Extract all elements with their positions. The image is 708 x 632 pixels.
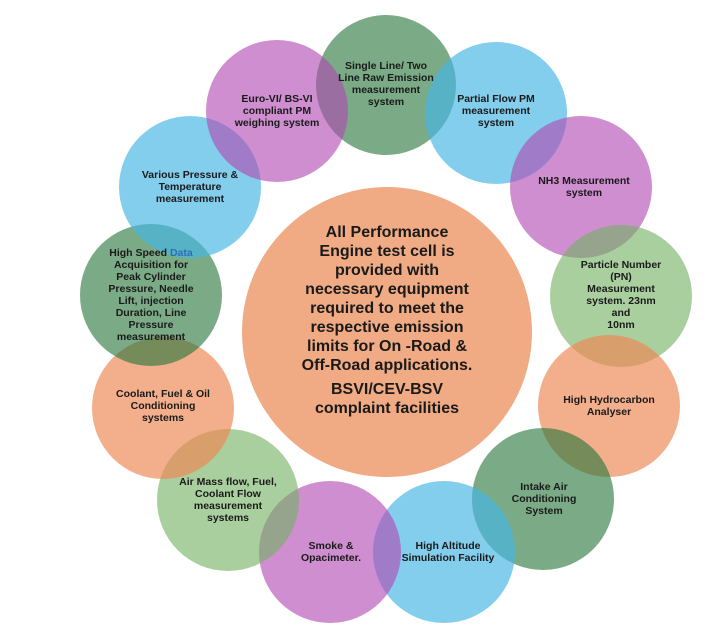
center-heading: All Performance Engine test cell is prov… (301, 224, 473, 374)
label-air-mass: Air Mass flow, Fuel, Coolant Flow measur… (179, 476, 277, 524)
label-data-acq-pre: High Speed (109, 247, 170, 259)
bubble-pm-weighing (206, 40, 348, 182)
label-particle-number: Particle Number (PN) Measurement system.… (580, 259, 662, 331)
label-raw-emission: Single Line/ Two Line Raw Emission measu… (338, 60, 434, 108)
label-data-acq-highlight: Data (169, 247, 193, 259)
label-pm-weighing: Euro-VI/ BS-VI compliant PM weighing sys… (234, 93, 320, 129)
center-subheading: BSVI/CEV-BSV complaint facilities (314, 381, 460, 417)
label-data-acq-rest: Acquisition for Peak Cylinder Pressure, … (108, 259, 194, 343)
label-data-acq: High Speed Data Acquisition for Peak Cyl… (108, 247, 193, 343)
label-partial-flow: Partial Flow PM measurement system (457, 93, 535, 129)
label-smoke: Smoke & Opacimeter. (300, 540, 362, 564)
center-circle (242, 187, 532, 477)
label-coolant: Coolant, Fuel & Oil Conditioning systems (116, 388, 210, 424)
label-pressure-temp: Various Pressure & Temperature measureme… (141, 169, 239, 205)
label-hydrocarbon: High Hydrocarbon Analyser (563, 394, 655, 418)
label-high-altitude: High Altitude Simulation Facility (401, 540, 495, 564)
label-intake-air: Intake Air Conditioning System (511, 481, 577, 517)
label-nh3: NH3 Measurement system (538, 175, 630, 199)
